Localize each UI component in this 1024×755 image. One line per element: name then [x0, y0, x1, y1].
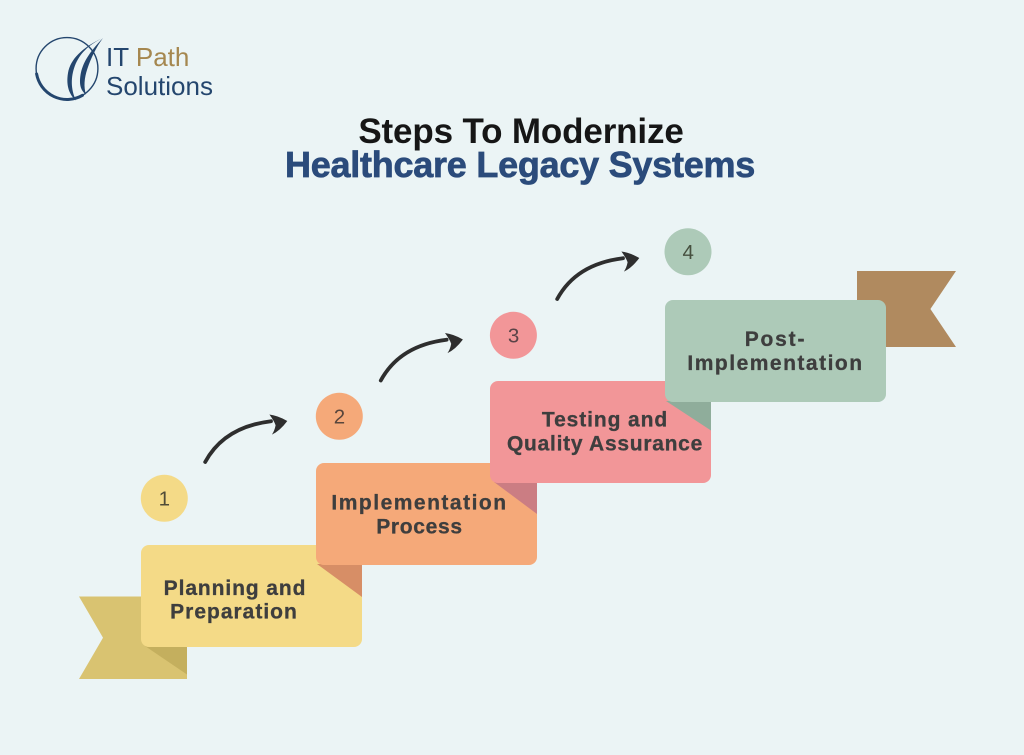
svg-text:Solutions: Solutions — [106, 71, 213, 101]
svg-text:1: 1 — [159, 487, 170, 510]
svg-text:Planning and: Planning and — [164, 577, 307, 600]
svg-text:4: 4 — [682, 241, 693, 264]
svg-text:Implementation: Implementation — [687, 352, 863, 375]
svg-text:2: 2 — [334, 405, 345, 428]
svg-text:IT Path: IT Path — [106, 42, 189, 72]
svg-text:3: 3 — [508, 324, 519, 347]
svg-text:Healthcare Legacy Systems: Healthcare Legacy Systems — [285, 144, 755, 185]
svg-text:Testing and: Testing and — [542, 409, 668, 432]
svg-text:Implementation: Implementation — [331, 492, 507, 515]
svg-text:Process: Process — [376, 515, 463, 538]
svg-text:Quality Assurance: Quality Assurance — [507, 432, 703, 455]
svg-text:Steps To Modernize: Steps To Modernize — [358, 112, 683, 151]
svg-text:Preparation: Preparation — [170, 601, 298, 624]
svg-text:Post-: Post- — [745, 328, 807, 351]
